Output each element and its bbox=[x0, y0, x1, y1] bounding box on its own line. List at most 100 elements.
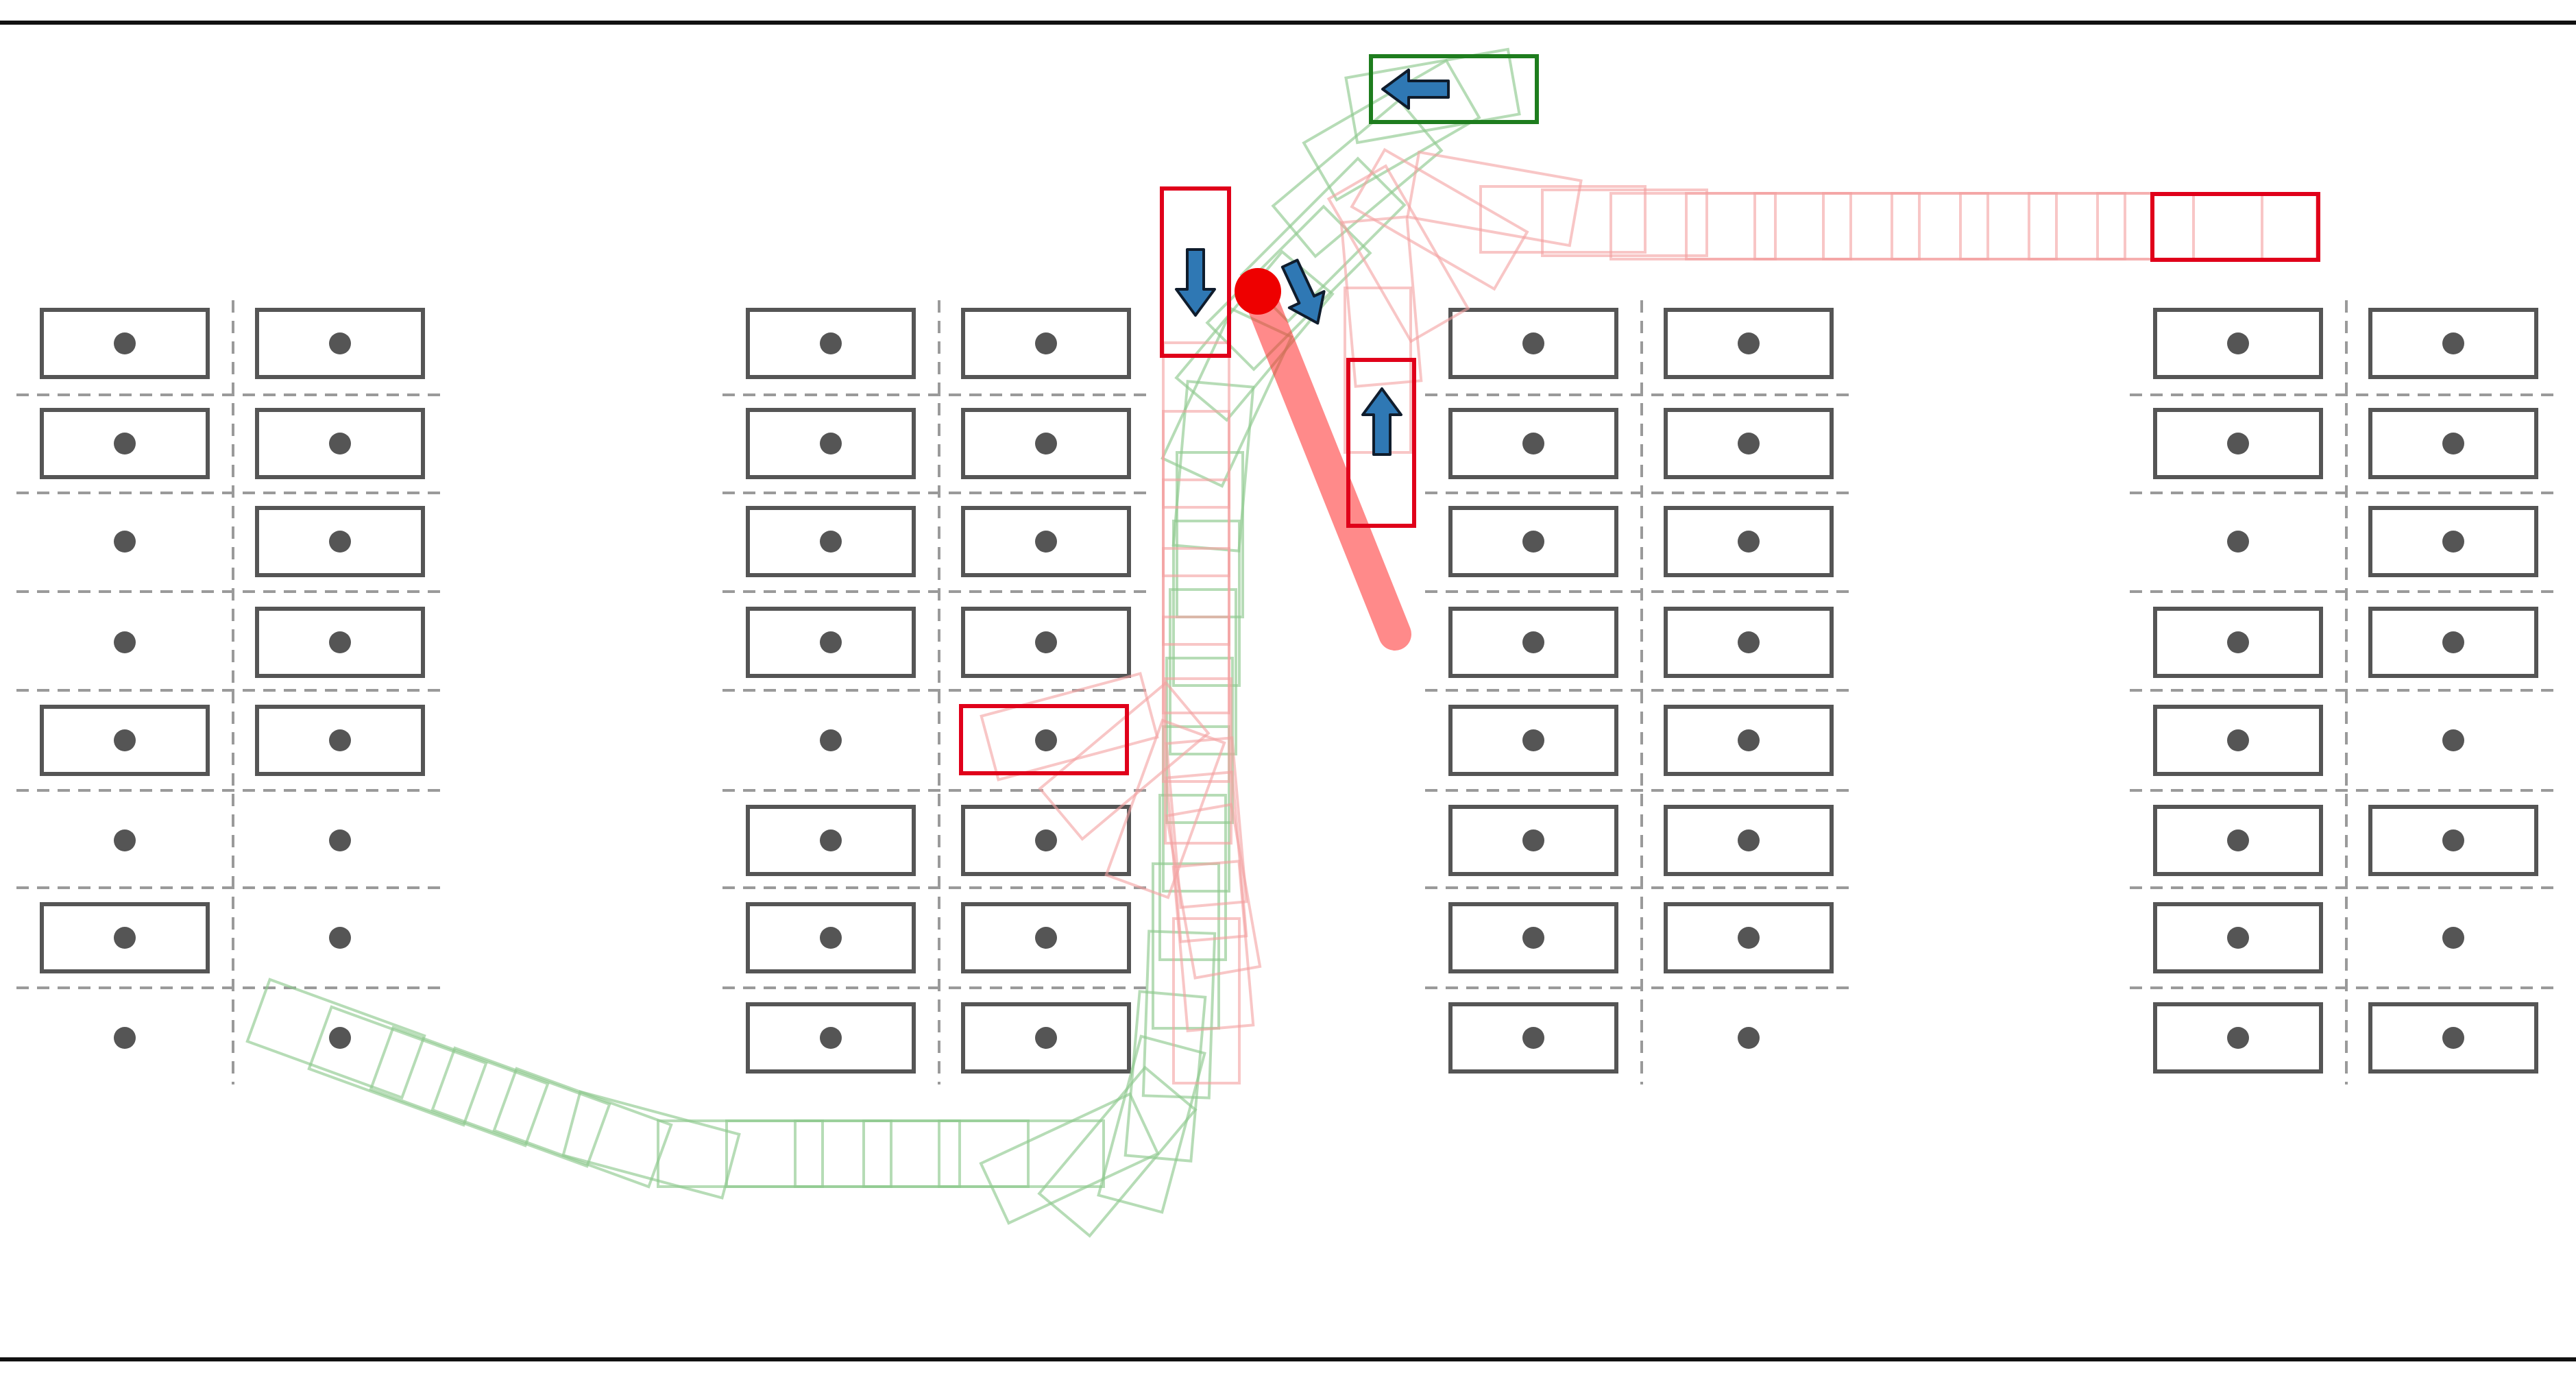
parked-car bbox=[1448, 705, 1618, 776]
parked-car bbox=[40, 902, 210, 973]
parked-car bbox=[2153, 607, 2323, 678]
pedestrian bbox=[1280, 258, 1326, 325]
slot-marker bbox=[1035, 1027, 1057, 1049]
parked-car bbox=[255, 607, 425, 678]
red-trail-ghost bbox=[1326, 164, 1470, 343]
slot-marker bbox=[329, 1027, 351, 1049]
ego-trail-ghost bbox=[1344, 47, 1521, 145]
red-trail-ghost bbox=[1104, 718, 1226, 899]
slot-marker bbox=[1738, 1027, 1760, 1049]
slot-marker bbox=[2442, 531, 2464, 553]
parked-car bbox=[1664, 607, 1834, 678]
parked-car bbox=[2153, 1002, 2323, 1074]
slot-marker bbox=[2442, 927, 2464, 949]
pedestrian-marker bbox=[1235, 268, 1281, 315]
ego-vehicle-box bbox=[1369, 54, 1539, 124]
slot-marker bbox=[820, 332, 842, 354]
slot-marker bbox=[1522, 531, 1544, 553]
slot-marker bbox=[329, 332, 351, 354]
slot-marker bbox=[1522, 927, 1544, 949]
parked-car bbox=[2368, 308, 2538, 379]
parked-car bbox=[2368, 1002, 2538, 1074]
slot-marker bbox=[2442, 332, 2464, 354]
ego-trail-ghost bbox=[245, 978, 426, 1100]
arrow-up-icon bbox=[1361, 387, 1402, 456]
slot-marker bbox=[114, 631, 136, 653]
slot-marker bbox=[1035, 729, 1057, 751]
red-trail-ghost bbox=[1038, 681, 1211, 841]
parked-car bbox=[961, 408, 1131, 479]
parked-car bbox=[1448, 902, 1618, 973]
slot-marker bbox=[1522, 829, 1544, 851]
slot-marker bbox=[1738, 531, 1760, 553]
ego-trail-ghost bbox=[307, 1005, 488, 1127]
parked-car bbox=[1448, 607, 1618, 678]
slot-marker bbox=[2442, 829, 2464, 851]
parked-car bbox=[1664, 805, 1834, 876]
red-trail-ghost bbox=[1164, 677, 1232, 845]
slot-marker bbox=[1738, 332, 1760, 354]
arrow-down-icon bbox=[1175, 248, 1216, 317]
slot-marker bbox=[1738, 927, 1760, 949]
slot-marker bbox=[2227, 332, 2249, 354]
parked-car bbox=[1664, 705, 1834, 776]
slot-marker bbox=[329, 729, 351, 751]
slot-marker bbox=[2227, 927, 2249, 949]
pedestrian-trail bbox=[1241, 275, 1411, 651]
red-trail-ghost bbox=[1406, 150, 1583, 247]
parked-car bbox=[2153, 805, 2323, 876]
parked-car bbox=[2153, 308, 2323, 379]
slot-marker bbox=[114, 332, 136, 354]
slot-marker bbox=[2442, 433, 2464, 454]
ego-trail-ghost bbox=[561, 1090, 741, 1200]
red-trail-ghost bbox=[1541, 189, 1708, 257]
pedestrian-group bbox=[1235, 268, 1411, 651]
parked-car bbox=[746, 506, 916, 577]
parked-car bbox=[746, 902, 916, 973]
slot-marker bbox=[1738, 433, 1760, 454]
ego-trail-ghost bbox=[1162, 725, 1230, 893]
ego-trail-ghost bbox=[979, 1092, 1160, 1225]
parked-car bbox=[746, 1002, 916, 1074]
slot-marker bbox=[820, 1027, 842, 1049]
parked-car bbox=[961, 902, 1131, 973]
parked-car bbox=[2153, 902, 2323, 973]
slot-marker bbox=[820, 631, 842, 653]
parked-car bbox=[1664, 506, 1834, 577]
parked-car bbox=[961, 1002, 1131, 1074]
slot-marker bbox=[2442, 729, 2464, 751]
parked-car bbox=[2153, 705, 2323, 776]
slot-marker bbox=[1522, 631, 1544, 653]
parked-car bbox=[2368, 607, 2538, 678]
slot-marker bbox=[114, 927, 136, 949]
slot-marker bbox=[2227, 433, 2249, 454]
red-trail-ghost bbox=[1350, 147, 1529, 291]
ego-vehicle bbox=[1369, 54, 1539, 124]
ego-trail-ghost bbox=[1169, 588, 1237, 755]
slot-marker bbox=[820, 729, 842, 751]
slot-marker bbox=[114, 433, 136, 454]
red-vehicle-top-lane-box bbox=[2150, 192, 2320, 262]
slot-marker bbox=[1035, 631, 1057, 653]
slot-marker bbox=[1035, 829, 1057, 851]
red-trail-ghost bbox=[1171, 860, 1255, 1032]
parked-car bbox=[40, 705, 210, 776]
slot-marker bbox=[1522, 332, 1544, 354]
arrow-left-icon bbox=[1381, 69, 1450, 110]
slot-marker bbox=[2442, 631, 2464, 653]
slot-marker bbox=[1522, 729, 1544, 751]
ego-trail-ghost bbox=[1141, 930, 1217, 1100]
parked-car bbox=[2368, 506, 2538, 577]
parked-car bbox=[961, 308, 1131, 379]
slot-marker bbox=[114, 531, 136, 553]
slot-marker bbox=[114, 829, 136, 851]
parked-car bbox=[1664, 902, 1834, 973]
slot-marker bbox=[329, 433, 351, 454]
red-vehicle-left-lane bbox=[1160, 186, 1231, 358]
slot-marker bbox=[1738, 729, 1760, 751]
slot-marker bbox=[820, 531, 842, 553]
parked-car bbox=[746, 408, 916, 479]
ego-trail-ghost bbox=[1271, 98, 1444, 258]
